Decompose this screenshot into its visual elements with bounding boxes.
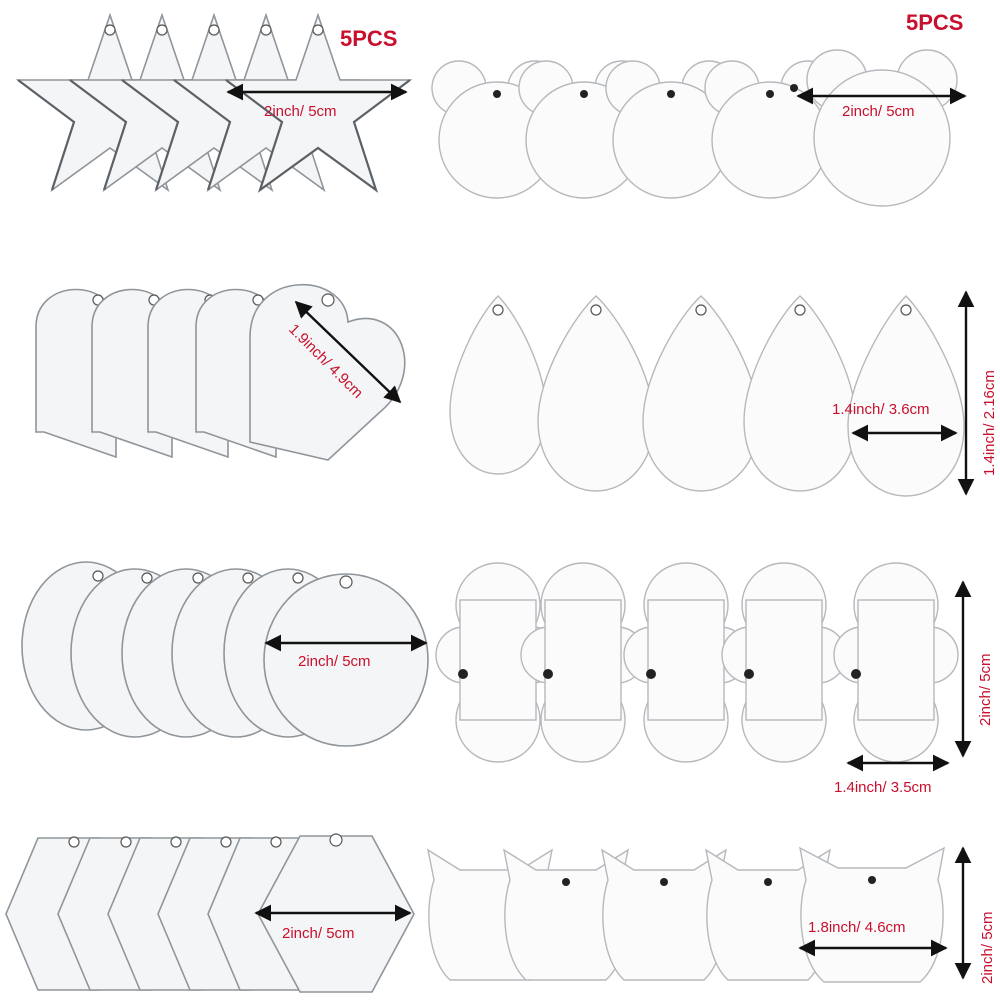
cat-blank [502,848,630,981]
teardrop-blank [537,295,655,492]
teardrop-blank [743,295,857,492]
star-dimension-label: 2inch/ 5cm [264,103,337,120]
cloud-height-label: 2inch/ 5cm [977,653,994,726]
teardrop-blank [449,295,547,475]
quantity-label-right: 5PCS [906,10,963,35]
quantity-label-left: 5PCS [340,26,397,51]
star-blanks [15,12,413,193]
hexagon-dimension-label: 2inch/ 5cm [282,925,355,942]
teardrop-width-label: 1.4inch/ 3.6cm [832,401,930,418]
teardrop-height-label: 1.4inch/ 2.16cm [981,370,998,476]
cloud-blank [721,562,847,763]
circle-dimension-label: 2inch/ 5cm [298,653,371,670]
star-blank [223,12,413,193]
circle-blanks [21,561,429,747]
cloud-blank [833,562,959,763]
mouse-blank [790,49,958,207]
cloud-blank [623,562,749,763]
cat-blanks [426,846,945,983]
teardrop-blank [642,295,760,492]
teardrop-blank [847,295,965,497]
cat-width-label: 1.8inch/ 4.6cm [808,919,906,936]
mouse-dimension-label: 2inch/ 5cm [842,103,915,120]
circle-blank [263,573,429,747]
heart-diagonal-arrow [294,300,402,404]
teardrop-blanks [449,295,965,497]
cloud-width-label: 1.4inch/ 3.5cm [834,779,932,796]
cloud-blanks [435,562,959,763]
cat-blank [799,846,945,983]
mouse-blanks [431,49,958,207]
mouse-blank [518,60,650,199]
cat-height-label: 2inch/ 5cm [979,911,996,984]
